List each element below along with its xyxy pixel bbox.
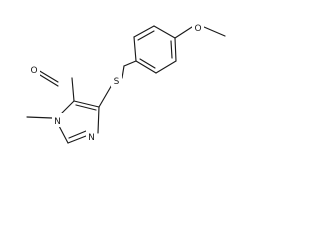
n-methyl-bond: [26, 116, 53, 119]
c4-s-bond: [98, 82, 114, 108]
benzene-c2-c3-bond: [133, 25, 155, 38]
ring-n1-c5-bond: [59, 100, 75, 116]
benzene-c5-c6-bond: [155, 60, 177, 74]
ring-n3-c2-double: [68, 130, 87, 139]
benzene-c2-c3-double: [137, 30, 155, 41]
bonds: [26, 25, 226, 144]
benzene-c6-c1-bond: [135, 60, 157, 74]
atom-labels: O S N N O: [28, 20, 204, 143]
o-methyl-bond: [203, 26, 226, 37]
aldehyde-ch-to-c5-bond: [71, 77, 75, 102]
thioether-sulfur-label: S: [114, 77, 120, 87]
ring-c5-c4-bond: [73, 100, 100, 108]
ring-nitrogen-n3-label: N: [88, 133, 95, 143]
benzene-c1-c2-bond: [133, 36, 137, 62]
benzene-c3-c4-bond: [153, 25, 176, 39]
benzene-c4-c5-double: [170, 40, 173, 59]
benzene-c4-c5-bond: [174, 37, 177, 62]
s-ch2-bond: [121, 65, 125, 79]
benzene-c6-c1-double: [139, 58, 156, 69]
ring-c2-n1-bond: [57, 123, 69, 144]
methoxy-oxygen-label: O: [194, 24, 201, 34]
ring-n3-c2-bond: [67, 135, 87, 144]
aldehyde-co-bond-2: [39, 74, 59, 87]
ring-nitrogen-n1-label: N: [54, 117, 61, 127]
aldehyde-oxygen-label: O: [30, 66, 37, 76]
aryl-o-bond: [174, 26, 193, 39]
chemical-structure: O S N N O: [26, 20, 226, 144]
ring-c4-n3-bond: [97, 106, 100, 134]
aldehyde-co-bond-1: [37, 69, 59, 83]
ch2-ring-bond: [123, 60, 137, 67]
ring-c5-c4-double: [75, 104, 97, 111]
